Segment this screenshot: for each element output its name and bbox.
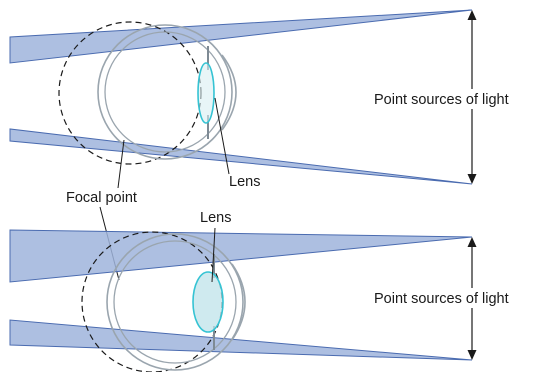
top-cornea	[222, 55, 236, 130]
top-arrowhead-up	[468, 10, 477, 20]
bottom-lens-label: Lens	[200, 210, 231, 226]
bottom-arrowhead-up	[468, 237, 477, 247]
top-arrowhead-down	[468, 174, 477, 184]
bottom-ray-cone-lower-source	[10, 320, 472, 360]
bottom-panel: Point sources of light	[10, 228, 545, 372]
focal-point-label: Focal point	[66, 190, 137, 206]
top-source-label: Point sources of light	[374, 92, 509, 108]
bottom-source-label: Point sources of light	[374, 291, 509, 307]
bottom-arrowhead-down	[468, 350, 477, 360]
top-lens	[198, 63, 214, 123]
bottom-lens	[193, 272, 223, 332]
top-panel: Lens Point sources of light	[10, 10, 545, 190]
top-lens-label: Lens	[229, 174, 260, 190]
bottom-ray-cone-upper-source	[10, 230, 472, 282]
top-ray-cone-upper-source	[10, 10, 472, 63]
